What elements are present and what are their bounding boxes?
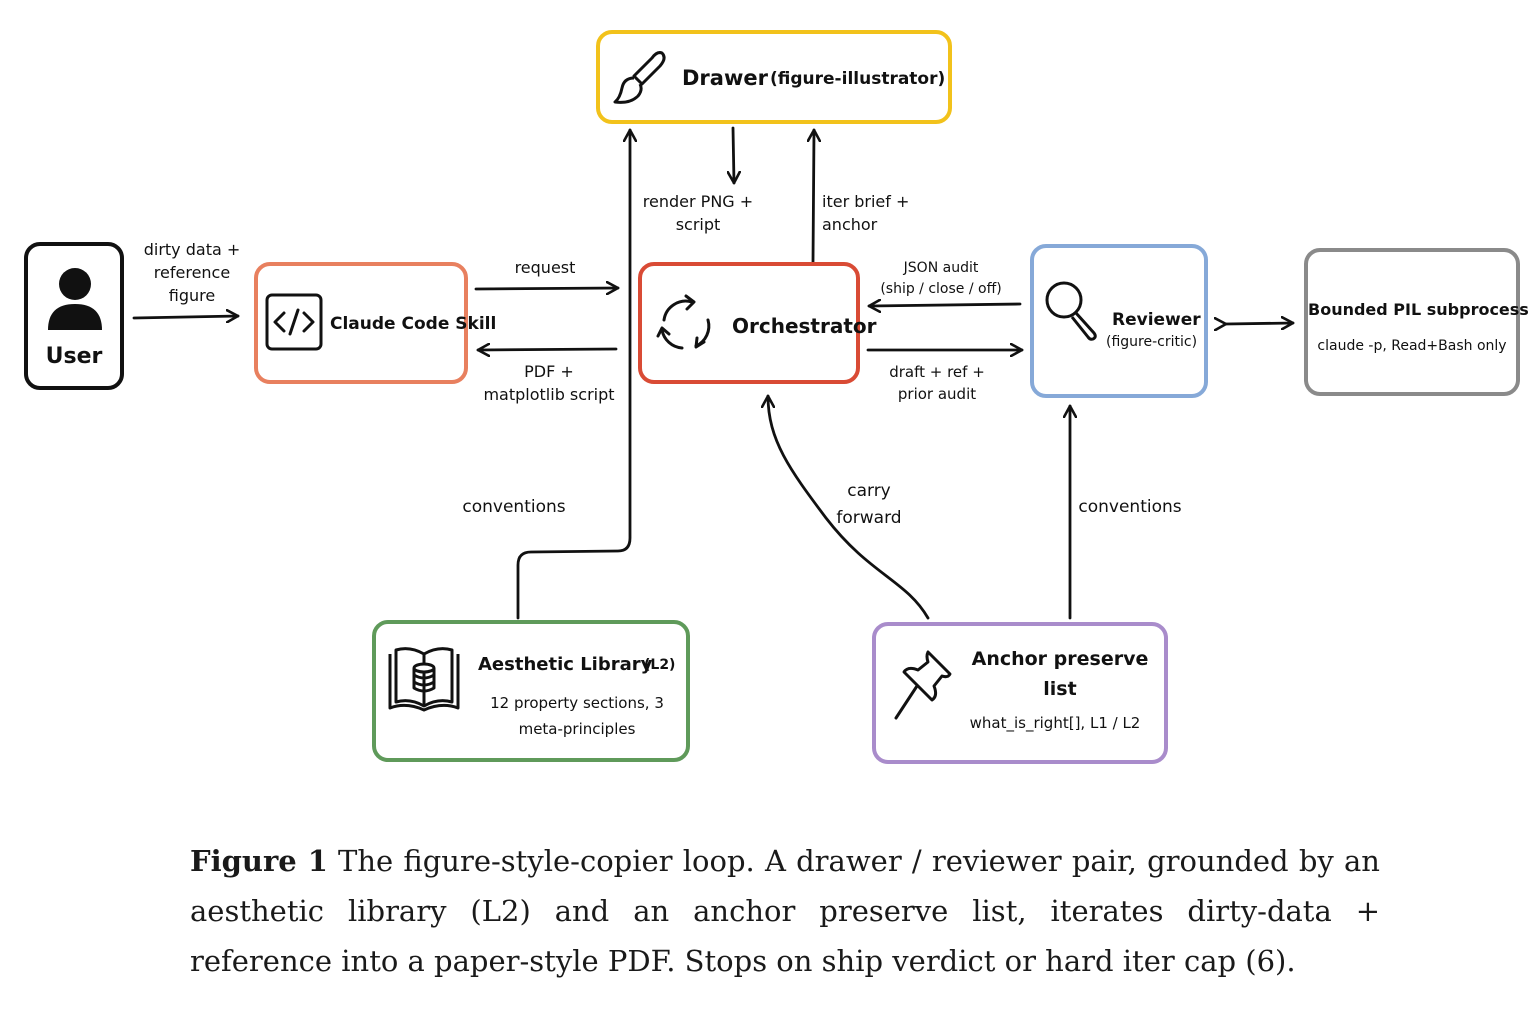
orchestrator-node: Orchestrator	[638, 262, 877, 384]
user-label: User	[45, 344, 103, 369]
magnifier-icon	[1045, 281, 1097, 341]
anchor-label-line2: list	[1043, 678, 1077, 700]
edge-label-render-png: render PNG + script	[642, 192, 754, 234]
reviewer-node: Reviewer (figure-critic)	[1030, 244, 1208, 398]
pushpin-icon	[894, 650, 952, 720]
user-node: User	[24, 242, 124, 390]
paintbrush-icon	[613, 51, 666, 104]
edge-label-iter-brief: iter brief + anchor	[822, 192, 910, 234]
diagram: User Claude Code Skill Drawer (figure-il…	[24, 30, 1529, 764]
anchor-preserve-list-node: Anchor preserve list what_is_right[], L1…	[872, 622, 1168, 764]
arrow-reviewer-to-pil	[1226, 323, 1295, 324]
arrow-skill-to-orchestrator	[474, 288, 620, 289]
arrow-drawer-to-orchestrator	[733, 126, 734, 185]
refresh-cycle-icon	[656, 294, 711, 350]
claude-code-skill-node: Claude Code Skill	[254, 262, 496, 384]
orchestrator-label: Orchestrator	[732, 314, 877, 338]
aesthetic-library-label: Aesthetic Library	[478, 654, 653, 675]
aesthetic-library-node: Aesthetic Library (L2) 12 property secti…	[372, 620, 690, 762]
reviewer-sublabel: (figure-critic)	[1106, 334, 1198, 350]
anchor-label-line1: Anchor preserve	[971, 648, 1149, 670]
person-icon	[48, 268, 102, 330]
edge-label-json-audit: JSON audit (ship / close / off)	[880, 260, 1002, 297]
drawer-node: Drawer (figure-illustrator)	[596, 30, 952, 124]
arrow-orchestrator-to-drawer	[813, 128, 814, 264]
pil-label: Bounded PIL subprocess	[1308, 300, 1529, 319]
arrow-orchestrator-to-skill	[476, 349, 618, 350]
drawer-label: Drawer	[682, 66, 768, 90]
reviewer-label: Reviewer	[1112, 310, 1201, 330]
aesthetic-library-sublabel-2: meta-principles	[518, 720, 636, 738]
code-icon	[265, 293, 323, 351]
pil-sublabel: claude -p, Read+Bash only	[1317, 338, 1507, 354]
edge-label-user-to-skill: dirty data + reference figure	[143, 240, 241, 305]
arrow-anchor-to-orchestrator	[768, 394, 930, 620]
edge-label-conventions-anchor: conventions	[1078, 497, 1182, 517]
figure-caption-text: The figure-style-copier loop. A drawer /…	[190, 844, 1380, 978]
arrow-user-to-skill	[132, 316, 240, 318]
book-database-icon	[388, 647, 460, 712]
edge-label-carry-forward: carry forward	[836, 481, 902, 528]
aesthetic-library-sublabel-1: 12 property sections, 3	[490, 694, 664, 712]
edge-label-conventions-library: conventions	[462, 497, 566, 517]
edge-label-pdf-script: PDF + matplotlib script	[483, 362, 615, 404]
edge-label-request: request	[514, 258, 576, 277]
arrows-layer	[132, 126, 1295, 620]
claude-code-skill-label: Claude Code Skill	[330, 314, 497, 334]
arrow-reviewer-to-orchestrator	[867, 304, 1022, 306]
drawer-sublabel: (figure-illustrator)	[770, 69, 946, 89]
aesthetic-library-tag: (L2)	[644, 657, 676, 673]
figure-caption-label: Figure 1	[190, 844, 328, 878]
bounded-pil-subprocess-node: Bounded PIL subprocess claude -p, Read+B…	[1304, 248, 1529, 396]
arrow-library-to-drawer	[516, 128, 630, 620]
anchor-sublabel: what_is_right[], L1 / L2	[969, 714, 1141, 732]
edge-label-draft-ref: draft + ref + prior audit	[889, 363, 985, 403]
